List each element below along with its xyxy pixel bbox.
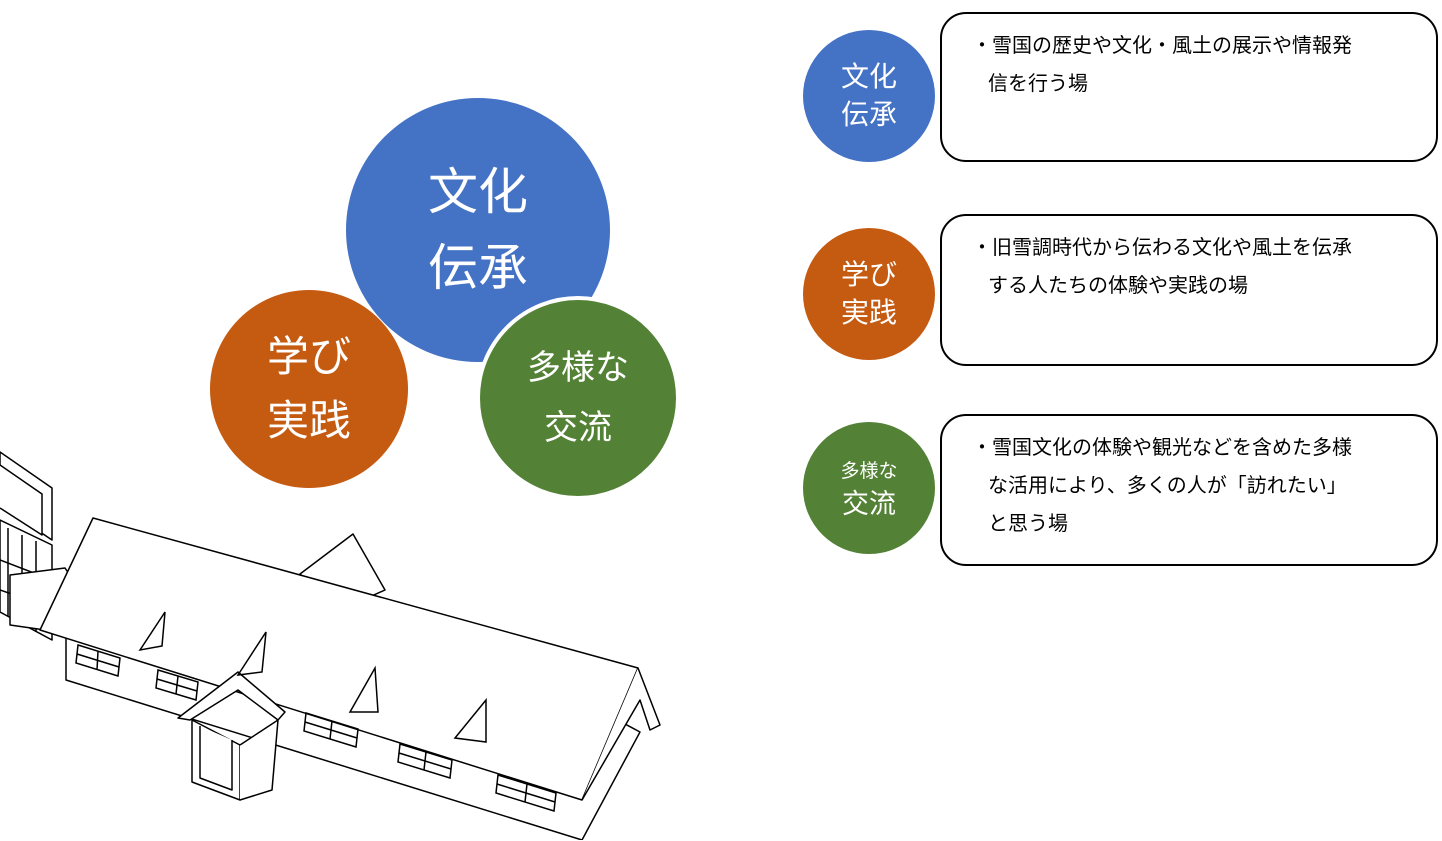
circle-diverse-exchange-line2: 交流 bbox=[544, 408, 612, 448]
list-box-diverse-exchange: ・雪国文化の体験や観光などを含めた多様 な活用により、多くの人が「訪れたい」 と… bbox=[940, 414, 1438, 566]
list-box-text-line: ・旧雪調時代から伝わる文化や風土を伝承 bbox=[972, 235, 1352, 259]
list-circle-line1: 文化 bbox=[840, 60, 897, 93]
list-box-text-line: する人たちの体験や実践の場 bbox=[988, 273, 1248, 297]
circle-diverse-exchange: 多様な 交流 bbox=[476, 296, 680, 500]
list-circle-line1: 多様な bbox=[840, 460, 898, 482]
circle-culture-heritage-line2: 伝承 bbox=[428, 239, 528, 297]
list-box-culture-heritage: ・雪国の歴史や文化・風土の展示や情報発 信を行う場 bbox=[940, 12, 1438, 162]
circle-learning-practice-line1: 学び bbox=[266, 332, 351, 381]
circle-culture-heritage: 文化 伝承 bbox=[346, 98, 610, 362]
list-box-text-line: な活用により、多くの人が「訪れたい」 bbox=[988, 473, 1347, 497]
list-circle-line2: 交流 bbox=[842, 489, 896, 520]
list-box-learning-practice: ・旧雪調時代から伝わる文化や風土を伝承 する人たちの体験や実践の場 bbox=[940, 214, 1438, 366]
building-illustration bbox=[0, 451, 661, 840]
circle-learning-practice: 学び 実践 bbox=[210, 290, 408, 488]
list-box-text-line: ・雪国文化の体験や観光などを含めた多様 bbox=[972, 435, 1352, 459]
list-box-text-line: と思う場 bbox=[988, 511, 1068, 535]
list-box-text-line: 信を行う場 bbox=[988, 71, 1088, 95]
list-circle-line2: 伝承 bbox=[840, 98, 897, 131]
list-circle-culture-heritage: 文化 伝承 bbox=[803, 30, 935, 162]
list-circle-line2: 実践 bbox=[840, 296, 897, 329]
circle-diverse-exchange-line1: 多様な bbox=[527, 348, 629, 388]
circle-learning-practice-line2: 実践 bbox=[266, 396, 351, 445]
list-circle-line1: 学び bbox=[840, 258, 897, 291]
circle-culture-heritage-line1: 文化 bbox=[428, 163, 528, 221]
list-circle-diverse-exchange: 多様な 交流 bbox=[803, 422, 935, 554]
list-circle-learning-practice: 学び 実践 bbox=[803, 228, 935, 360]
list-box-text-line: ・雪国の歴史や文化・風土の展示や情報発 bbox=[972, 33, 1352, 57]
